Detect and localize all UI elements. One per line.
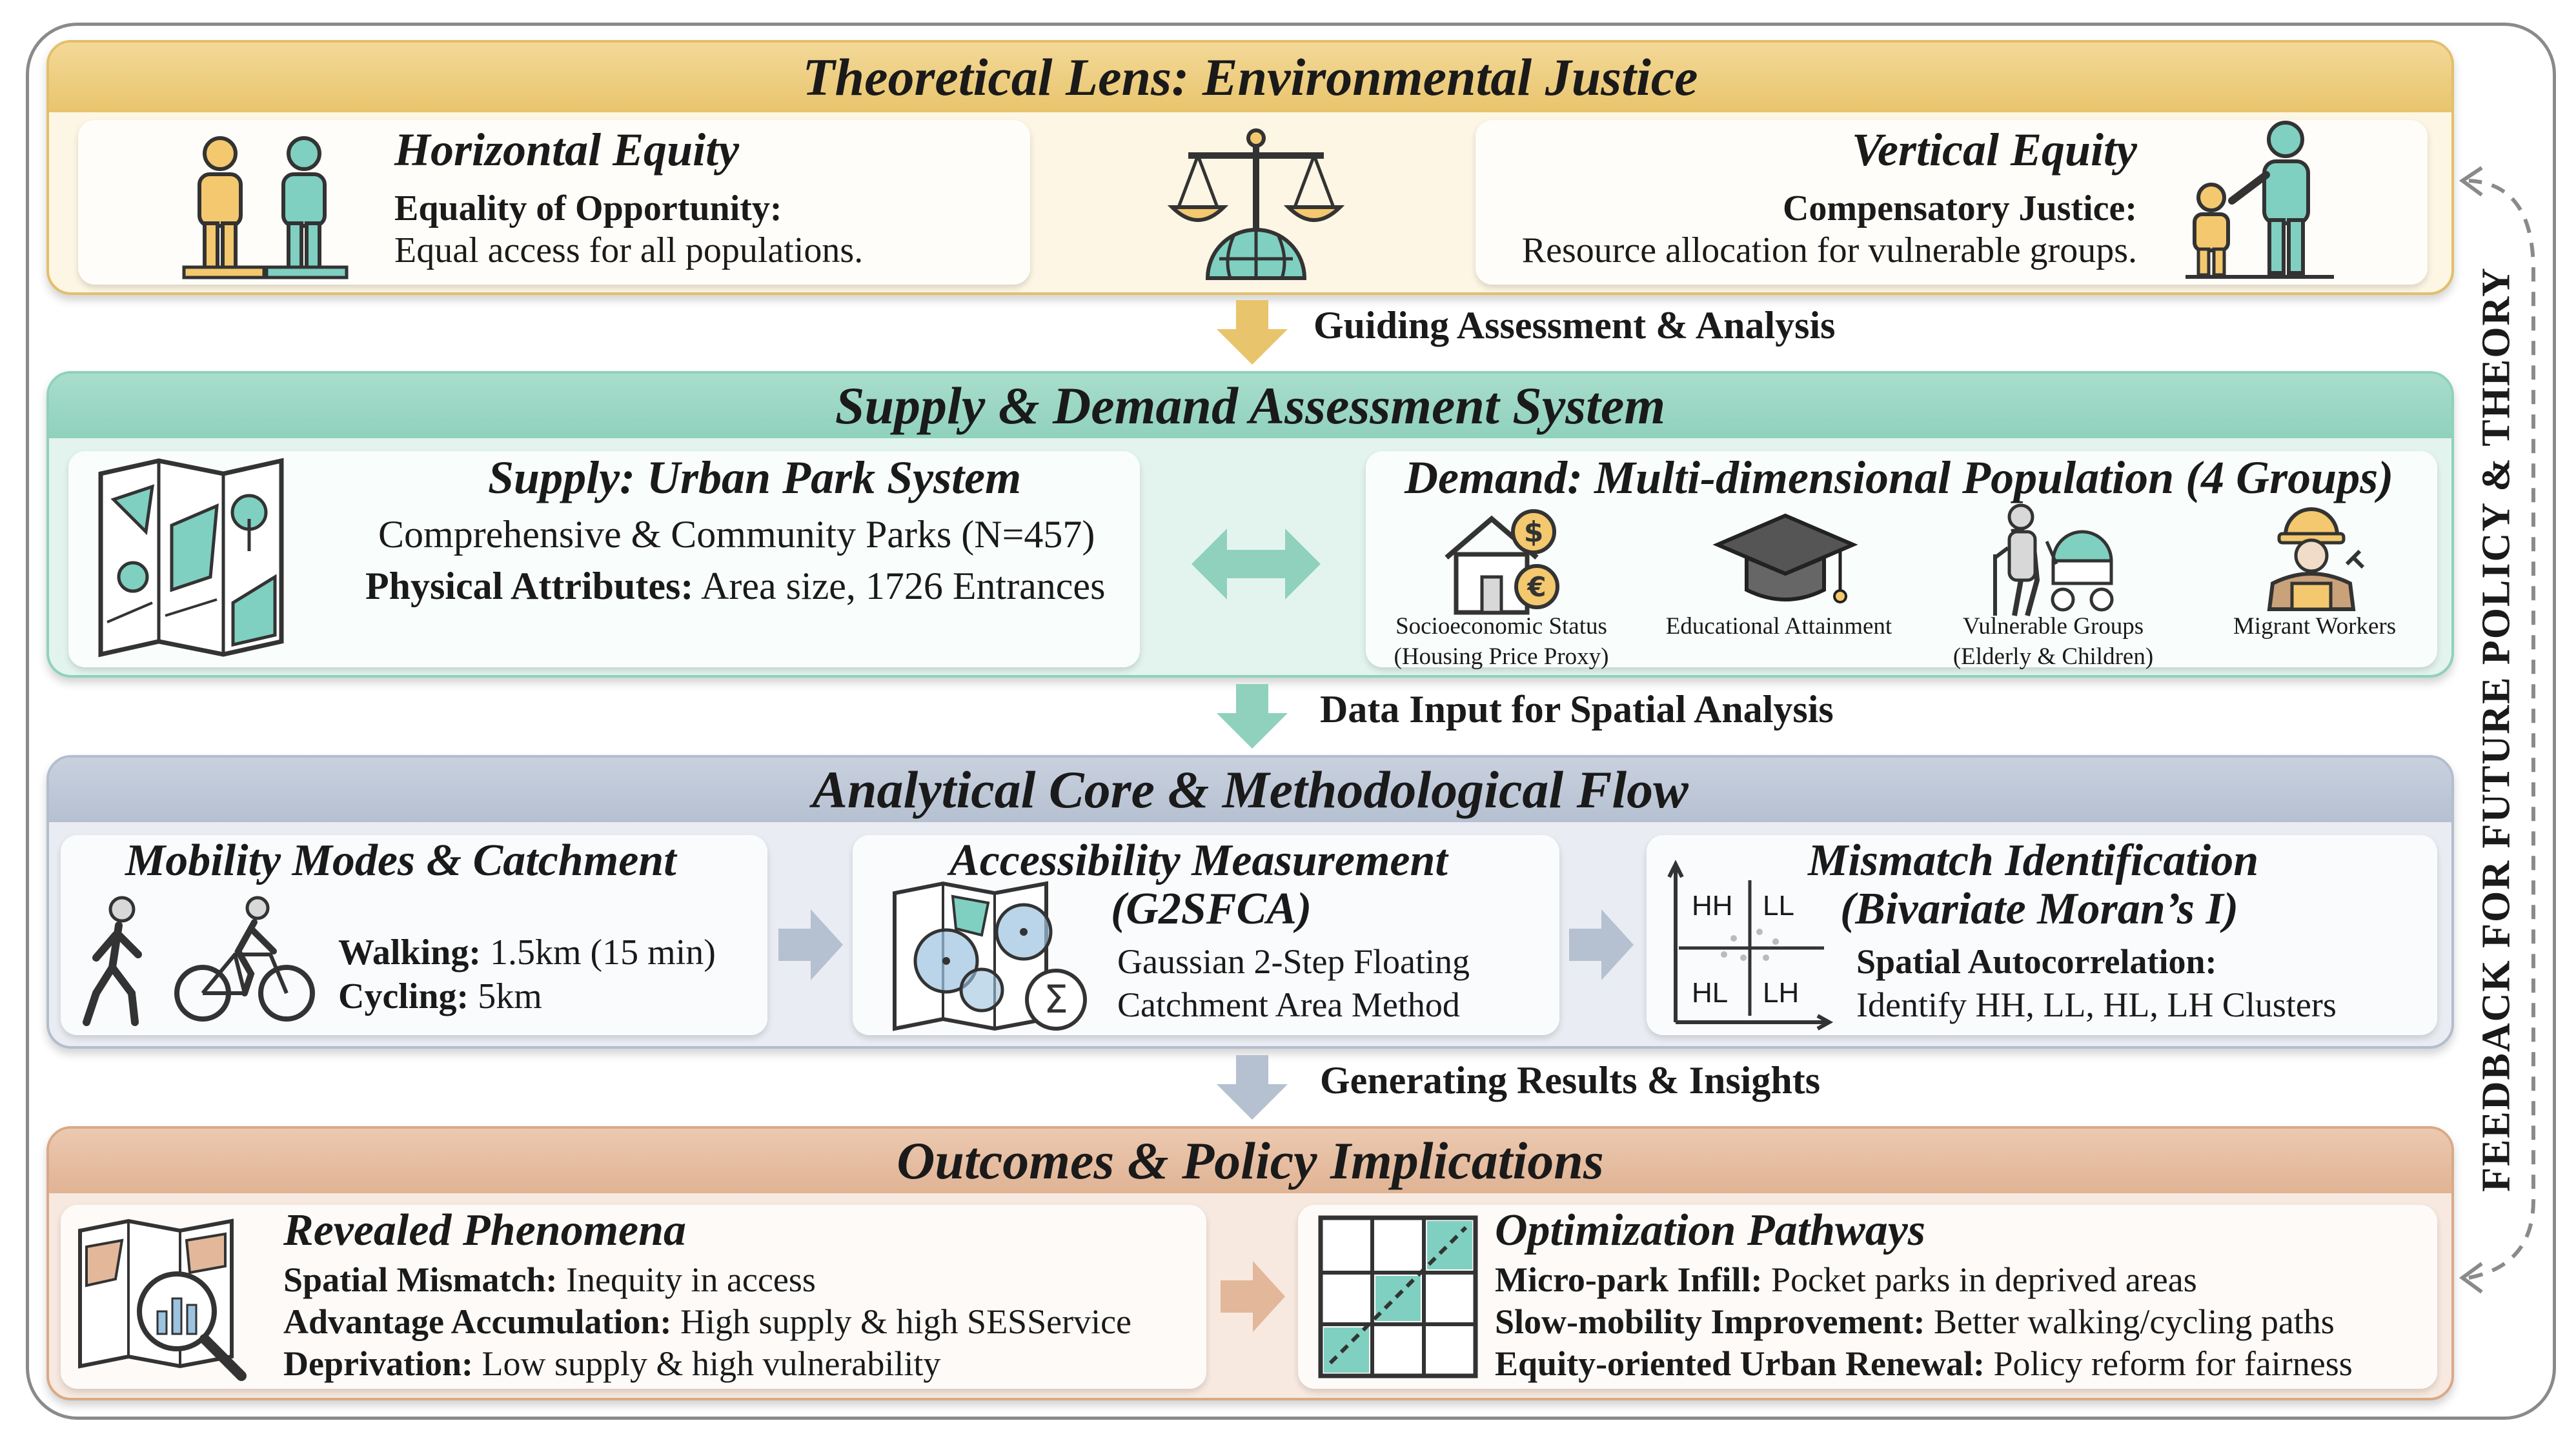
adult-child-icon bbox=[2186, 121, 2334, 279]
supply-heading: Supply: Urban Park System bbox=[488, 452, 1022, 503]
svg-text:$: $ bbox=[1524, 516, 1544, 549]
revealed-card: Revealed Phenomena Spatial Mismatch: Ine… bbox=[61, 1205, 1206, 1389]
flow-label-2: Data Input for Spatial Analysis bbox=[1320, 688, 1834, 731]
analytical-panel: Analytical Core & Methodological Flow Mo… bbox=[46, 755, 2454, 1049]
revealed-heading: Revealed Phenomena bbox=[283, 1206, 687, 1255]
cyclist-icon bbox=[174, 896, 315, 1022]
quadrant-lh: LH bbox=[1763, 977, 1800, 1009]
demand-heading: Demand: Multi-dimensional Population (4 … bbox=[1405, 452, 2394, 503]
park-map-icon bbox=[98, 458, 284, 658]
flow-label-1: Guiding Assessment & Analysis bbox=[1313, 304, 1836, 347]
outcomes-title-band: Outcomes & Policy Implications bbox=[49, 1129, 2451, 1193]
catchment-map-icon: Σ bbox=[893, 881, 1087, 1031]
down-arrow-1 bbox=[1217, 300, 1288, 365]
theory-panel: Theoretical Lens: Environmental Justice … bbox=[46, 40, 2454, 295]
demand-group-4-l1: Migrant Workers bbox=[2233, 613, 2397, 640]
right-arrow-2 bbox=[1569, 909, 1634, 980]
mobility-card: Mobility Modes & Catchment Walking: 1.5k… bbox=[61, 835, 767, 1035]
city-grid-icon bbox=[1318, 1215, 1478, 1378]
supply-attr-value: Area size, 1726 Entrances bbox=[701, 565, 1106, 607]
flow-label-3: Generating Results & Insights bbox=[1320, 1059, 1821, 1102]
feedback-label: FEEDBACK FOR FUTURE POLICY & THEORY bbox=[2474, 267, 2519, 1192]
quadrant-plot-icon bbox=[1667, 860, 1834, 1031]
outer-frame bbox=[26, 23, 2556, 1420]
accessibility-heading-1: Accessibility Measurement bbox=[949, 836, 1448, 885]
quadrant-ll: LL bbox=[1763, 890, 1794, 922]
horizontal-equity-sub: Equality of Opportunity: bbox=[394, 188, 782, 228]
house-money-icon: $ € bbox=[1445, 509, 1559, 615]
supply-attr-label: Physical Attributes: bbox=[365, 565, 694, 607]
supply-demand-title: Supply & Demand Assessment System bbox=[835, 376, 1666, 435]
demand-group-1-l1: Socioeconomic Status bbox=[1395, 613, 1607, 640]
walking-label: Walking: bbox=[338, 933, 481, 973]
graduation-cap-icon bbox=[1712, 513, 1858, 603]
analytical-title: Analytical Core & Methodological Flow bbox=[812, 760, 1689, 819]
demand-group-2-l1: Educational Attainment bbox=[1665, 613, 1892, 640]
vertical-equity-heading: Vertical Equity bbox=[1851, 124, 2137, 176]
mismatch-heading-1: Mismatch Identification bbox=[1808, 836, 2259, 885]
optimization-item-2-value: Better walking/cycling paths bbox=[1933, 1302, 2335, 1341]
mobility-heading: Mobility Modes & Catchment bbox=[125, 836, 676, 885]
accessibility-heading-2: (G2SFCA) bbox=[1111, 884, 1312, 934]
accessibility-card: Accessibility Measurement (G2SFCA) Σ Gau… bbox=[853, 835, 1559, 1035]
revealed-item-2-value: High supply & high SESService bbox=[680, 1302, 1132, 1341]
scales-globe-icon bbox=[1167, 128, 1345, 280]
right-arrow-3 bbox=[1221, 1261, 1285, 1332]
right-arrow-1 bbox=[778, 909, 843, 980]
map-magnifier-icon bbox=[78, 1218, 247, 1381]
accessibility-line1: Gaussian 2-Step Floating bbox=[1117, 942, 1470, 981]
migrant-worker-icon bbox=[2267, 507, 2365, 611]
cycling-label: Cycling: bbox=[338, 976, 469, 1016]
optimization-card: Optimization Pathways Micro-park Infill:… bbox=[1298, 1205, 2437, 1389]
optimization-item-3-value: Policy reform for fairness bbox=[1993, 1344, 2353, 1383]
mismatch-desc: Identify HH, LL, HL, LH Clusters bbox=[1856, 985, 2337, 1024]
demand-group-1-l2: (Housing Price Proxy) bbox=[1394, 643, 1609, 670]
theory-title-band: Theoretical Lens: Environmental Justice bbox=[49, 43, 2451, 112]
svg-text:€: € bbox=[1526, 571, 1546, 603]
revealed-item-2-label: Advantage Accumulation: bbox=[283, 1302, 672, 1341]
cycling-value: 5km bbox=[478, 976, 542, 1016]
revealed-item-1-label: Spatial Mismatch: bbox=[283, 1260, 558, 1299]
vertical-equity-card: Vertical Equity Compensatory Justice: Re… bbox=[1476, 120, 2428, 285]
demand-group-3-l2: (Elderly & Children) bbox=[1952, 643, 2154, 670]
supply-demand-title-band: Supply & Demand Assessment System bbox=[49, 374, 2451, 438]
feedback-loop-arrow bbox=[2459, 166, 2535, 1294]
vertical-equity-desc: Resource allocation for vulnerable group… bbox=[1521, 230, 2137, 270]
horizontal-equity-desc: Equal access for all populations. bbox=[394, 230, 864, 270]
vertical-equity-sub: Compensatory Justice: bbox=[1782, 188, 2137, 228]
mismatch-label: Spatial Autocorrelation: bbox=[1856, 942, 2217, 981]
down-arrow-2 bbox=[1217, 684, 1288, 749]
theory-title: Theoretical Lens: Environmental Justice bbox=[802, 48, 1698, 106]
horizontal-equity-heading: Horizontal Equity bbox=[394, 124, 740, 176]
revealed-item-1-value: Inequity in access bbox=[566, 1260, 816, 1299]
accessibility-line2: Catchment Area Method bbox=[1117, 985, 1460, 1024]
outcomes-title: Outcomes & Policy Implications bbox=[897, 1131, 1604, 1190]
revealed-item-3-value: Low supply & high vulnerability bbox=[482, 1344, 941, 1383]
down-arrow-3 bbox=[1217, 1055, 1288, 1120]
walking-person-icon bbox=[83, 896, 142, 1026]
walking-value: 1.5km (15 min) bbox=[489, 933, 716, 973]
demand-card: Demand: Multi-dimensional Population (4 … bbox=[1366, 451, 2437, 670]
supply-card: Supply: Urban Park System Comprehensive … bbox=[68, 451, 1140, 667]
quadrant-hl: HL bbox=[1692, 977, 1729, 1009]
revealed-item-3-label: Deprivation: bbox=[283, 1344, 473, 1383]
optimization-item-1-label: Micro-park Infill: bbox=[1495, 1260, 1763, 1299]
optimization-item-2-label: Slow-mobility Improvement: bbox=[1495, 1302, 1925, 1341]
optimization-heading: Optimization Pathways bbox=[1495, 1206, 1926, 1255]
elderly-stroller-icon bbox=[1993, 503, 2114, 617]
analytical-title-band: Analytical Core & Methodological Flow bbox=[49, 758, 2451, 822]
double-arrow-icon bbox=[1192, 529, 1321, 600]
supply-demand-panel: Supply & Demand Assessment System Supply… bbox=[46, 371, 2454, 678]
mismatch-card: Mismatch Identification (Bivariate Moran… bbox=[1647, 835, 2437, 1035]
optimization-item-1-value: Pocket parks in deprived areas bbox=[1770, 1260, 2197, 1299]
quadrant-hh: HH bbox=[1692, 890, 1733, 922]
demand-group-3-l1: Vulnerable Groups bbox=[1962, 613, 2144, 640]
equal-people-icon bbox=[182, 136, 349, 279]
supply-line1: Comprehensive & Community Parks (N=457) bbox=[378, 513, 1095, 556]
mismatch-heading-2: (Bivariate Moran’s I) bbox=[1840, 884, 2239, 934]
horizontal-equity-card: Horizontal Equity Equality of Opportunit… bbox=[78, 120, 1030, 285]
outcomes-panel: Outcomes & Policy Implications Revealed … bbox=[46, 1126, 2454, 1400]
svg-text:Σ: Σ bbox=[1044, 977, 1068, 1022]
optimization-item-3-label: Equity-oriented Urban Renewal: bbox=[1495, 1344, 1985, 1383]
